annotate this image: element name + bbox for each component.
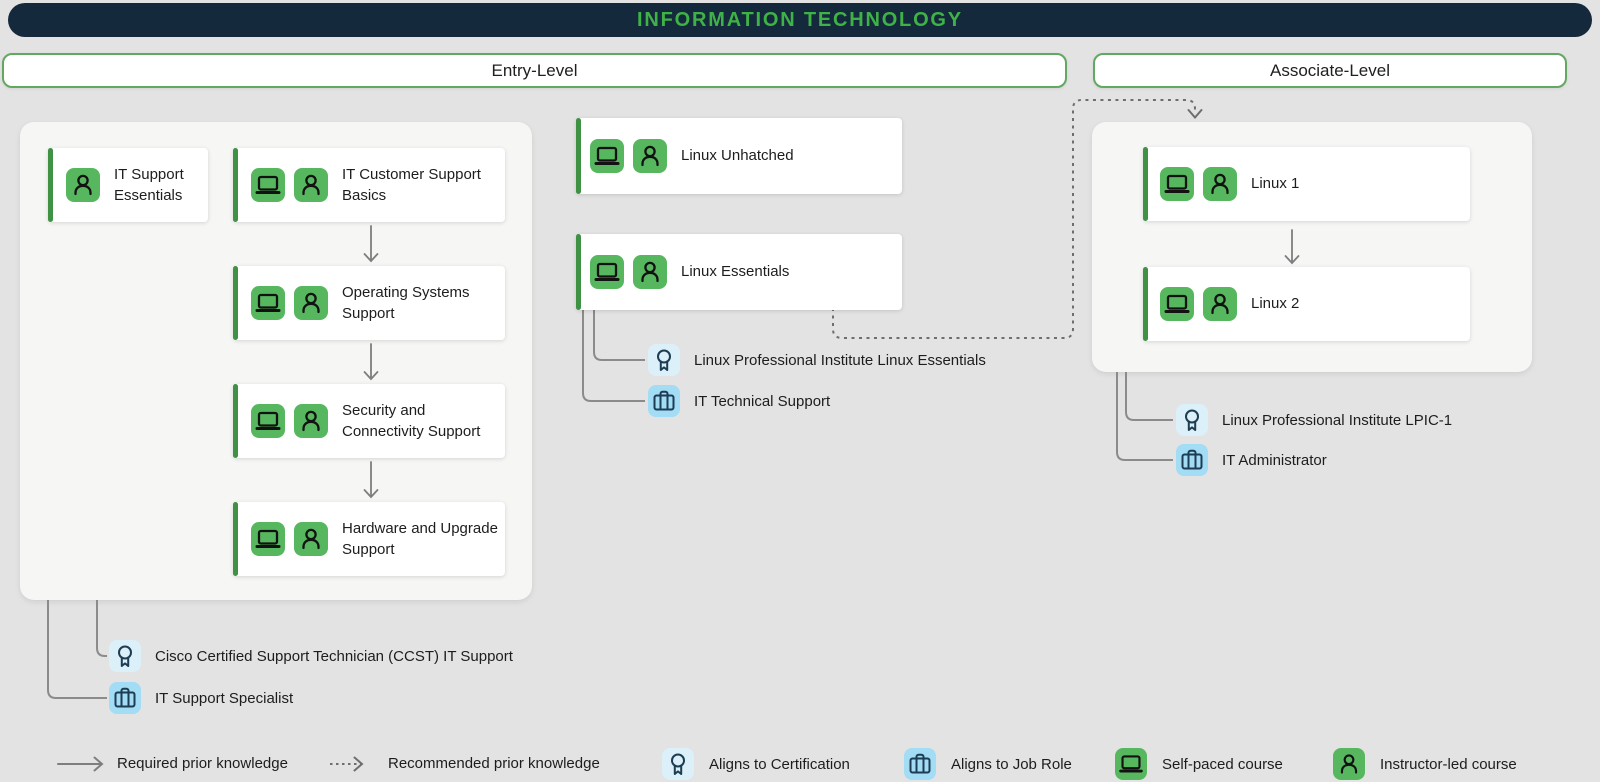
course-card-it-support-essentials[interactable]: IT Support Essentials [48, 148, 208, 222]
entry-level-label: Entry-Level [491, 60, 578, 80]
certification-label: Linux Professional Institute LPIC-1 [1222, 411, 1453, 429]
self-paced-course-icon [251, 404, 285, 438]
self-paced-course-icon [1115, 748, 1147, 780]
self-paced-course-icon [590, 139, 624, 173]
legend-instructor-led-label: Instructor-led course [1380, 755, 1517, 773]
associate-level-label: Associate-Level [1269, 60, 1390, 80]
associate-job-role-row: IT Administrator [1176, 444, 1327, 476]
job-role-label: IT Technical Support [694, 392, 831, 410]
course-title: Linux Essentials [681, 263, 790, 281]
legend-job-role-label: Aligns to Job Role [951, 755, 1072, 773]
certification-label: Cisco Certified Support Technician (CCST… [155, 647, 513, 665]
course-card-hardware-and-upgrade-support[interactable]: Hardware and Upgrade Support [233, 502, 505, 576]
entry-job-role-row: IT Support Specialist [109, 682, 293, 714]
legend-certification-label: Aligns to Certification [709, 755, 850, 773]
certification-icon [648, 344, 680, 376]
course-card-security-and-connectivity-support[interactable]: Security and Connectivity Support [233, 384, 505, 458]
essentials-job-role-row: IT Technical Support [648, 385, 830, 417]
connector-essentials-certification [593, 308, 645, 361]
connector-entry-job-role [47, 600, 107, 699]
legend-solid-arrow [57, 756, 104, 772]
associate-certification-row: Linux Professional Institute LPIC-1 [1176, 404, 1452, 436]
certification-icon [1176, 404, 1208, 436]
card-accent-bar [233, 266, 238, 340]
legend-self-paced: Self-paced course [1115, 748, 1283, 780]
card-accent-bar [576, 118, 581, 194]
certification-icon [662, 748, 694, 780]
briefcase-icon [109, 682, 141, 714]
course-title: Hardware and Upgrade Support [342, 519, 498, 558]
banner-title: INFORMATION TECHNOLOGY [637, 8, 963, 31]
connector-associate-certification [1125, 372, 1173, 421]
legend-certification: Aligns to Certification [662, 748, 850, 780]
required-arrow [363, 343, 379, 381]
instructor-led-course-icon [1203, 287, 1237, 321]
recommended-dashed-arrowhead [1187, 109, 1203, 120]
instructor-led-course-icon [633, 255, 667, 289]
card-accent-bar [1143, 267, 1148, 341]
self-paced-course-icon [251, 168, 285, 202]
connector-essentials-job-role [582, 308, 645, 402]
instructor-led-course-icon [294, 286, 328, 320]
course-card-it-customer-support-basics[interactable]: IT Customer Support Basics [233, 148, 505, 222]
legend-recommended-label: Recommended prior knowledge [388, 755, 600, 772]
course-card-linux-1[interactable]: Linux 1 [1143, 147, 1470, 221]
course-title: Linux Unhatched [681, 147, 794, 165]
instructor-led-course-icon [66, 168, 100, 202]
connector-entry-certification [96, 600, 107, 657]
card-accent-bar [576, 234, 581, 310]
course-title: IT Customer Support Basics [342, 165, 481, 204]
course-card-linux-unhatched[interactable]: Linux Unhatched [576, 118, 902, 194]
self-paced-course-icon [1160, 167, 1194, 201]
briefcase-icon [904, 748, 936, 780]
briefcase-icon [648, 385, 680, 417]
card-accent-bar [233, 502, 238, 576]
instructor-led-course-icon [1203, 167, 1237, 201]
legend-job-role: Aligns to Job Role [904, 748, 1072, 780]
course-title: Linux 2 [1251, 295, 1300, 313]
card-accent-bar [48, 148, 53, 222]
self-paced-course-icon [1160, 287, 1194, 321]
certification-label: Linux Professional Institute Linux Essen… [694, 351, 986, 369]
self-paced-course-icon [251, 522, 285, 556]
course-card-operating-systems-support[interactable]: Operating Systems Support [233, 266, 505, 340]
instructor-led-course-icon [633, 139, 667, 173]
course-card-linux-essentials[interactable]: Linux Essentials [576, 234, 902, 310]
legend-dashed-arrowhead [353, 756, 364, 772]
instructor-led-course-icon [1333, 748, 1365, 780]
self-paced-course-icon [590, 255, 624, 289]
card-accent-bar [233, 148, 238, 222]
required-arrow [1284, 229, 1300, 265]
course-title: Operating Systems Support [342, 283, 470, 322]
course-card-linux-2[interactable]: Linux 2 [1143, 267, 1470, 341]
instructor-led-course-icon [294, 168, 328, 202]
banner: INFORMATION TECHNOLOGY [8, 3, 1592, 37]
associate-level-header: Associate-Level [1093, 53, 1567, 88]
recommended-dashed-path [832, 99, 1196, 339]
entry-level-header: Entry-Level [2, 53, 1067, 88]
legend-instructor-led: Instructor-led course [1333, 748, 1517, 780]
instructor-led-course-icon [294, 404, 328, 438]
card-accent-bar [233, 384, 238, 458]
essentials-certification-row: Linux Professional Institute Linux Essen… [648, 344, 986, 376]
instructor-led-course-icon [294, 522, 328, 556]
course-title: IT Support Essentials [114, 165, 184, 204]
job-role-label: IT Support Specialist [155, 689, 294, 707]
required-arrow [363, 225, 379, 263]
card-accent-bar [1143, 147, 1148, 221]
legend-required-label: Required prior knowledge [117, 755, 288, 772]
entry-certification-row: Cisco Certified Support Technician (CCST… [109, 640, 513, 672]
connector-associate-job-role [1116, 372, 1173, 461]
certification-icon [109, 640, 141, 672]
job-role-label: IT Administrator [1222, 451, 1327, 469]
course-title: Linux 1 [1251, 175, 1300, 193]
self-paced-course-icon [251, 286, 285, 320]
legend-self-paced-label: Self-paced course [1162, 755, 1283, 773]
required-arrow [363, 461, 379, 499]
course-title: Security and Connectivity Support [342, 401, 481, 440]
briefcase-icon [1176, 444, 1208, 476]
